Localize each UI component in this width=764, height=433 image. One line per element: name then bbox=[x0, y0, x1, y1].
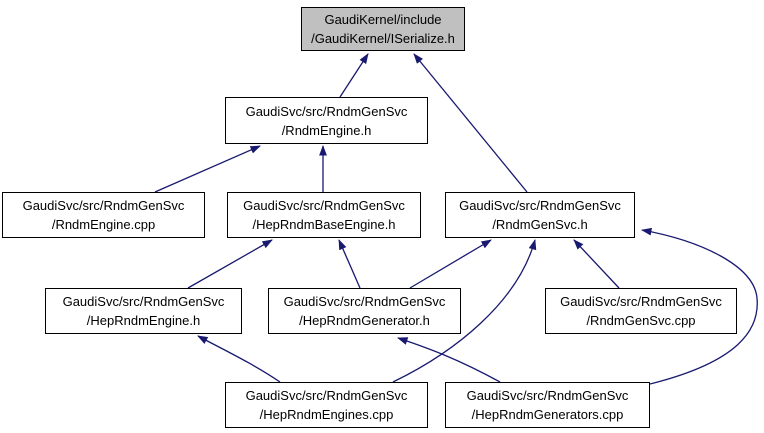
graph-node-heprndmengine-h[interactable]: GaudiSvc/src/RndmGenSvc/HepRndmEngine.h bbox=[45, 288, 242, 334]
node-label-line1: GaudiSvc/src/RndmGenSvc bbox=[245, 388, 408, 403]
edge-heprndmgenerators-cpp-to-rndmgensvc-h bbox=[641, 227, 758, 385]
edge-rndmgensvc-h-to-iserialize-h bbox=[413, 53, 528, 193]
edge-rndmengine-cpp-to-rndmengine-h bbox=[154, 145, 261, 193]
graph-node-heprndmgenerators-cpp[interactable]: GaudiSvc/src/RndmGenSvc/HepRndmGenerator… bbox=[445, 382, 650, 428]
node-label-line2: /HepRndmBaseEngine.h bbox=[252, 217, 396, 232]
node-label-line1: GaudiSvc/src/RndmGenSvc bbox=[283, 294, 446, 309]
node-label-line2: /GaudiKernel/ISerialize.h bbox=[311, 31, 455, 46]
node-label-line1: GaudiSvc/src/RndmGenSvc bbox=[459, 198, 621, 213]
node-label-line1: GaudiSvc/src/RndmGenSvc bbox=[243, 198, 405, 213]
node-label-line1: GaudiSvc/src/RndmGenSvc bbox=[62, 294, 225, 309]
edge-heprndmgenerator-h-to-heprndmbaseengine-h bbox=[338, 239, 361, 289]
edge-heprndmengines-cpp-to-heprndmengine-h bbox=[197, 335, 281, 383]
graph-node-rndmgensvc-h[interactable]: GaudiSvc/src/RndmGenSvc/RndmGenSvc.h bbox=[445, 192, 635, 238]
graph-node-heprndmgenerator-h[interactable]: GaudiSvc/src/RndmGenSvc/HepRndmGenerator… bbox=[268, 288, 461, 334]
edge-rndmgensvc-cpp-to-rndmgensvc-h bbox=[573, 239, 620, 289]
edge-heprndmgenerators-cpp-to-heprndmgenerator-h bbox=[397, 337, 501, 383]
node-label-line2: /HepRndmGenerator.h bbox=[299, 313, 430, 328]
node-label-line2: /RndmGenSvc.h bbox=[492, 217, 588, 232]
graph-node-iserialize-h: GaudiKernel/include/GaudiKernel/ISeriali… bbox=[301, 7, 465, 51]
node-label-line2: /HepRndmGenerators.cpp bbox=[471, 407, 624, 422]
graph-node-heprndmengines-cpp[interactable]: GaudiSvc/src/RndmGenSvc/HepRndmEngines.c… bbox=[225, 382, 428, 428]
edge-heprndmengine-h-to-heprndmbaseengine-h bbox=[187, 239, 273, 289]
node-label-line1: GaudiSvc/src/RndmGenSvc bbox=[560, 294, 722, 309]
edge-heprndmengines-cpp-to-rndmgensvc-h bbox=[392, 239, 537, 383]
node-label-line2: /RndmGenSvc.cpp bbox=[586, 313, 696, 328]
edge-heprndmgenerator-h-to-rndmgensvc-h bbox=[409, 239, 492, 289]
node-label-line1: GaudiSvc/src/RndmGenSvc bbox=[22, 198, 185, 213]
node-label-line1: GaudiSvc/src/RndmGenSvc bbox=[245, 103, 408, 119]
graph-node-rndmengine-cpp[interactable]: GaudiSvc/src/RndmGenSvc/RndmEngine.cpp bbox=[2, 192, 205, 238]
node-label-line2: /RndmEngine.h bbox=[281, 122, 372, 138]
node-label-line1: GaudiKernel/include bbox=[324, 12, 442, 27]
graph-node-rndmgensvc-cpp[interactable]: GaudiSvc/src/RndmGenSvc/RndmGenSvc.cpp bbox=[545, 288, 737, 334]
edge-rndmengine-h-to-iserialize-h bbox=[339, 53, 369, 98]
graph-node-rndmengine-h[interactable]: GaudiSvc/src/RndmGenSvc/RndmEngine.h bbox=[225, 97, 428, 144]
node-label-line2: /HepRndmEngines.cpp bbox=[259, 407, 394, 422]
node-label-line2: /RndmEngine.cpp bbox=[51, 217, 156, 232]
node-label-line1: GaudiSvc/src/RndmGenSvc bbox=[466, 388, 629, 403]
graph-node-heprndmbaseengine-h[interactable]: GaudiSvc/src/RndmGenSvc/HepRndmBaseEngin… bbox=[227, 192, 421, 238]
node-label-line2: /HepRndmEngine.h bbox=[86, 313, 201, 328]
